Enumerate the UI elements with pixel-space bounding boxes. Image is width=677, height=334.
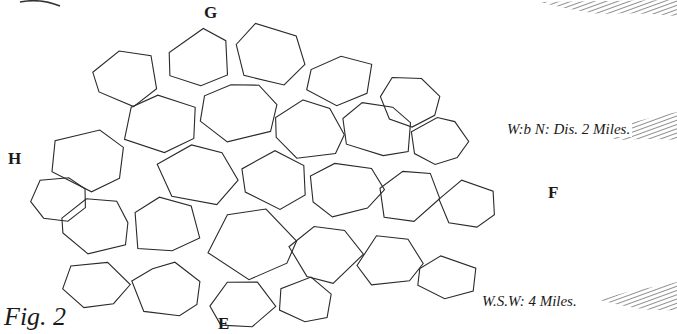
column-cell (380, 78, 439, 128)
column-cell (169, 29, 227, 86)
column-cell (157, 145, 238, 205)
column-cell (380, 171, 440, 221)
column-cell (310, 163, 384, 217)
figure-number: Fig. 2 (4, 304, 66, 330)
column-cell (52, 130, 123, 192)
column-cell (208, 209, 297, 280)
column-cell (132, 262, 200, 316)
point-letter: E (218, 315, 229, 332)
column-cell (236, 23, 305, 85)
column-cell (439, 180, 494, 227)
column-cell (307, 56, 372, 105)
column-cell (125, 95, 196, 152)
point-letter: F (548, 184, 558, 201)
flourish (20, 1, 60, 6)
bearing-note: W:b N: Dis. 2 Miles. (505, 122, 632, 137)
column-cell (418, 256, 476, 299)
column-cell (242, 151, 305, 210)
column-cell (62, 199, 128, 254)
column-outlines (31, 23, 495, 326)
column-cell (276, 100, 345, 158)
column-cell (31, 178, 86, 222)
column-cell (343, 103, 411, 156)
column-cell (289, 227, 363, 284)
column-cell (200, 85, 277, 142)
column-cell (357, 236, 423, 285)
column-cell (93, 51, 157, 107)
point-letter: H (8, 150, 21, 167)
bearing-note: W.S.W: 4 Miles. (480, 294, 579, 309)
column-cell (411, 118, 468, 165)
shore-band (540, 0, 677, 16)
shore-band (600, 282, 677, 310)
column-cell (63, 262, 131, 307)
column-cell (135, 197, 200, 251)
column-cell (280, 277, 332, 322)
point-letter: G (204, 4, 217, 21)
